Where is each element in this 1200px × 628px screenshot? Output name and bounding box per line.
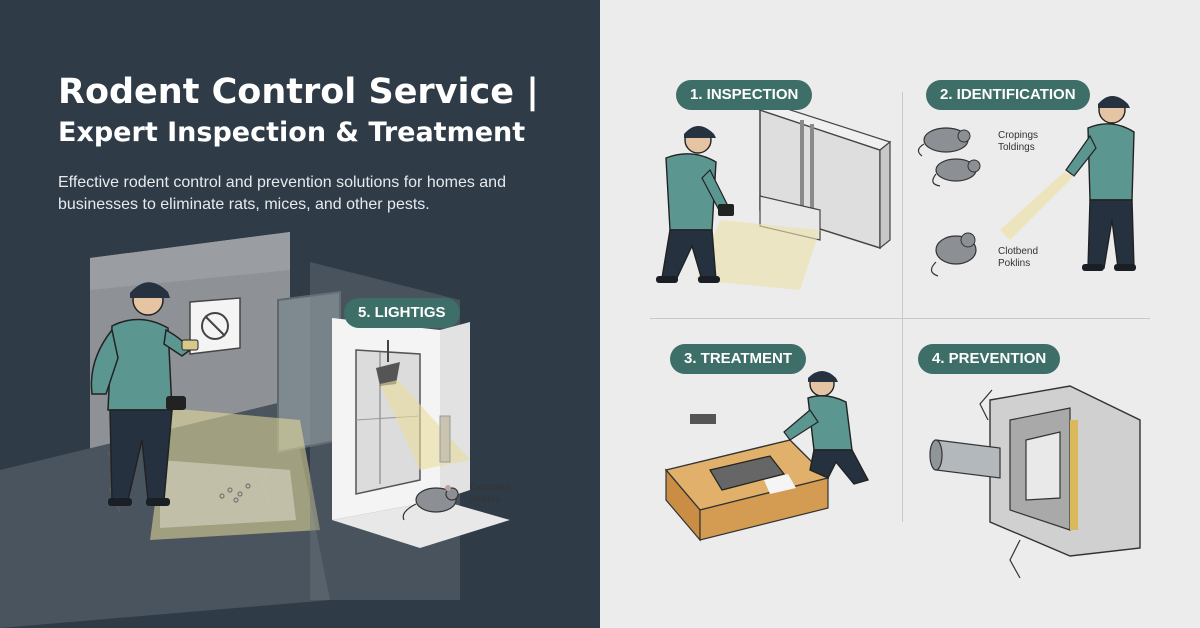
step-badge-inspection: 1. INSPECTION — [676, 80, 813, 110]
mouse-annotation-line-1: Gmaclen — [470, 482, 511, 493]
annotation-line: Poklins — [998, 258, 1031, 269]
treatment-illustration — [664, 371, 870, 542]
left-panel: Rodent Control Service | Expert Inspecti… — [0, 0, 600, 628]
panel-divider-vertical — [902, 92, 903, 522]
technician-figure-left — [90, 282, 199, 506]
sealed-door-icon — [1025, 431, 1061, 501]
annotation-line: Cropings — [998, 130, 1039, 141]
inspection-illustration — [656, 103, 892, 290]
annotation-line: Toldings — [998, 142, 1035, 153]
page-subtitle: Effective rodent control and prevention … — [58, 174, 506, 213]
ceiling-lamp-icon — [376, 362, 400, 386]
right-illustration — [656, 96, 1141, 579]
step-badge-treatment: 3. TREATMENT — [670, 344, 807, 374]
identification-annotation-bottom: Clotbend Poklins — [998, 246, 1038, 270]
identification-annotation-top: Cropings Toldings — [998, 130, 1038, 154]
title-line-2: Expert Inspection & Treatment — [58, 117, 526, 148]
identification-illustration — [917, 96, 1136, 277]
title-line-1: Rodent Control Service | — [58, 72, 539, 112]
mouse-annotation: Gmaclen Mratks — [470, 482, 510, 506]
doorway — [355, 349, 421, 495]
mouse-icon — [402, 485, 459, 521]
panel-divider-horizontal — [650, 318, 1150, 319]
rodent-trap-icon — [709, 455, 786, 491]
step-badge-lightigs: 5. LIGHTIGS — [344, 298, 460, 328]
annotation-line: Clotbend — [998, 246, 1039, 257]
step-badge-identification: 2. IDENTIFICATION — [926, 80, 1090, 110]
right-panel: 1. INSPECTION 2. IDENTIFICATION 3. TREAT… — [600, 0, 1200, 628]
page-title: Rodent Control Service | Expert Inspecti… — [58, 70, 578, 152]
step-badge-prevention: 4. PREVENTION — [918, 344, 1061, 374]
mouse-annotation-line-2: Mratks — [470, 494, 500, 505]
prevention-illustration — [929, 385, 1141, 579]
left-illustration — [0, 232, 510, 628]
